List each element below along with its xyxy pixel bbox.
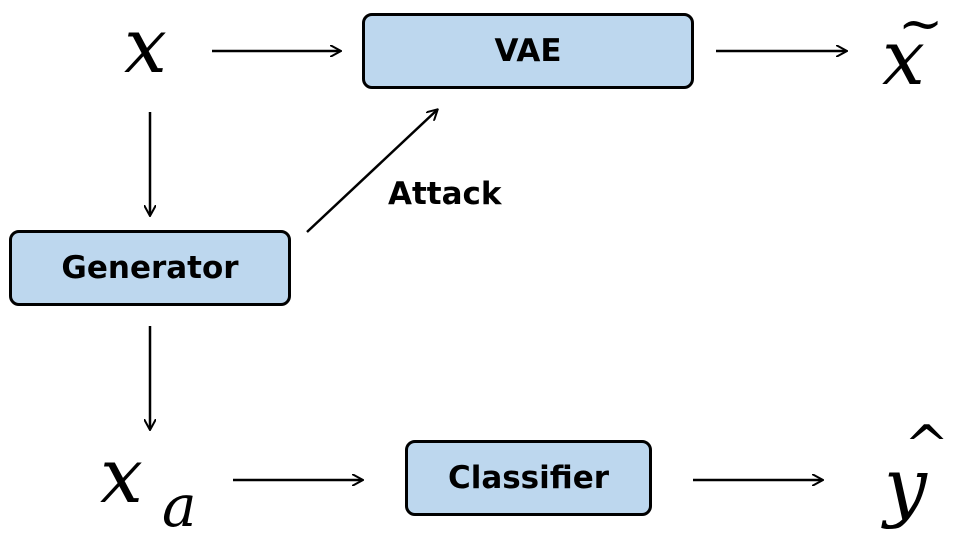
generator-label: Generator [61,250,239,286]
input-x-symbol: x [124,1,167,90]
vae-block: VAE [362,13,694,89]
generator-block: Generator [9,230,291,306]
tilde-accent: ~ [898,0,944,55]
adversarial-subscript-a: a [162,472,197,540]
arrow-generator-to-vae [306,110,437,233]
prediction-y-hat-symbol: y [884,441,927,530]
vae-label: VAE [494,33,562,69]
attack-edge-label: Attack [388,176,502,212]
adversarial-x-symbol: x [100,431,143,520]
hat-accent: ^ [904,414,950,477]
reconstruction-x-tilde-symbol: x [882,13,925,102]
classifier-block: Classifier [405,440,652,516]
classifier-label: Classifier [447,460,610,496]
